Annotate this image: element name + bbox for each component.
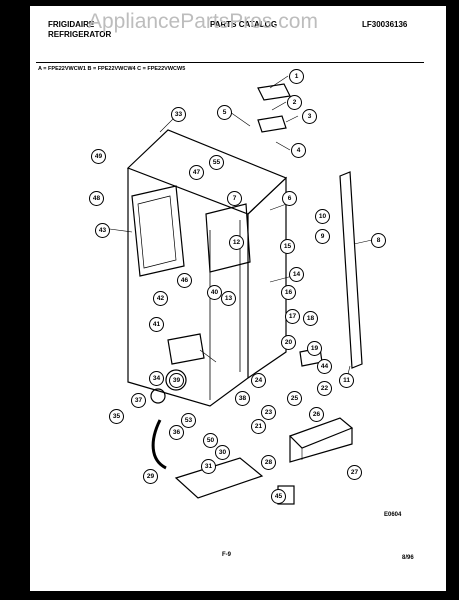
- model-list: A = FPE22VWCW1 B = FPE22VWCW4 C = FPE22V…: [38, 66, 186, 72]
- callout-33: 33: [171, 107, 186, 122]
- callout-39: 39: [169, 373, 184, 388]
- callout-7: 7: [227, 191, 242, 206]
- callout-50: 50: [203, 433, 218, 448]
- callout-14: 14: [289, 267, 304, 282]
- callout-42: 42: [153, 291, 168, 306]
- callout-48: 48: [89, 191, 104, 206]
- brand-name: FRIGIDAIRE: [48, 20, 95, 29]
- callout-12: 12: [229, 235, 244, 250]
- callout-21: 21: [251, 419, 266, 434]
- callout-45: 45: [271, 489, 286, 504]
- header-rule: [36, 62, 424, 63]
- compressor-part: [165, 369, 187, 391]
- callout-27: 27: [347, 465, 362, 480]
- callout-13: 13: [221, 291, 236, 306]
- callout-40: 40: [207, 285, 222, 300]
- callout-17: 17: [285, 309, 300, 324]
- catalog-title: PARTS CATALOG: [210, 20, 278, 29]
- toe-grille: [289, 428, 353, 463]
- callout-49: 49: [91, 149, 106, 164]
- callout-38: 38: [235, 391, 250, 406]
- diagram-sheet: [30, 6, 446, 591]
- revision-date: 8/96: [402, 555, 414, 561]
- callout-30: 30: [215, 445, 230, 460]
- callout-15: 15: [280, 239, 295, 254]
- callout-37: 37: [131, 393, 146, 408]
- callout-1: 1: [289, 69, 304, 84]
- callout-8: 8: [371, 233, 386, 248]
- callout-18: 18: [303, 311, 318, 326]
- callout-36: 36: [169, 425, 184, 440]
- evaporator-inner: [137, 195, 177, 269]
- cover-plate: [205, 203, 251, 273]
- hinge-bracket: [257, 115, 287, 133]
- callout-35: 35: [109, 409, 124, 424]
- drain-tube: [151, 419, 167, 470]
- cabinet-top: [126, 129, 288, 215]
- callout-29: 29: [143, 469, 158, 484]
- top-hinge: [257, 83, 291, 101]
- callout-4: 4: [291, 143, 306, 158]
- door-channel-strip: [339, 171, 363, 369]
- callout-5: 5: [217, 105, 232, 120]
- compressor-mount: [150, 388, 166, 404]
- catalog-id: LF30036136: [362, 20, 408, 29]
- callout-41: 41: [149, 317, 164, 332]
- callout-6: 6: [282, 191, 297, 206]
- callout-9: 9: [315, 229, 330, 244]
- callout-55: 55: [209, 155, 224, 170]
- page-number: F-9: [222, 552, 231, 558]
- callout-20: 20: [281, 335, 296, 350]
- callout-23: 23: [261, 405, 276, 420]
- callout-11: 11: [339, 373, 354, 388]
- callout-46: 46: [177, 273, 192, 288]
- cabinet-side: [127, 168, 249, 407]
- callout-10: 10: [315, 209, 330, 224]
- callout-34: 34: [149, 371, 164, 386]
- toe-grille-top: [288, 417, 354, 449]
- drawing-number: E0604: [384, 512, 402, 518]
- callout-3: 3: [302, 109, 317, 124]
- callout-43: 43: [95, 223, 110, 238]
- cabinet-front-edge: [247, 176, 287, 379]
- callout-26: 26: [309, 407, 324, 422]
- callout-44: 44: [317, 359, 332, 374]
- callout-16: 16: [281, 285, 296, 300]
- callout-22: 22: [317, 381, 332, 396]
- callout-31: 31: [201, 459, 216, 474]
- callout-19: 19: [307, 341, 322, 356]
- drain-pan: [174, 457, 264, 499]
- callout-47: 47: [189, 165, 204, 180]
- product-type: REFRIGERATOR: [48, 30, 112, 39]
- watermark: AppliancePartsPros.com: [88, 10, 318, 33]
- callout-28: 28: [261, 455, 276, 470]
- callout-25: 25: [287, 391, 302, 406]
- callout-24: 24: [251, 373, 266, 388]
- control-box: [167, 333, 205, 365]
- callout-53: 53: [181, 413, 196, 428]
- evaporator-panel: [131, 185, 185, 277]
- callout-2: 2: [287, 95, 302, 110]
